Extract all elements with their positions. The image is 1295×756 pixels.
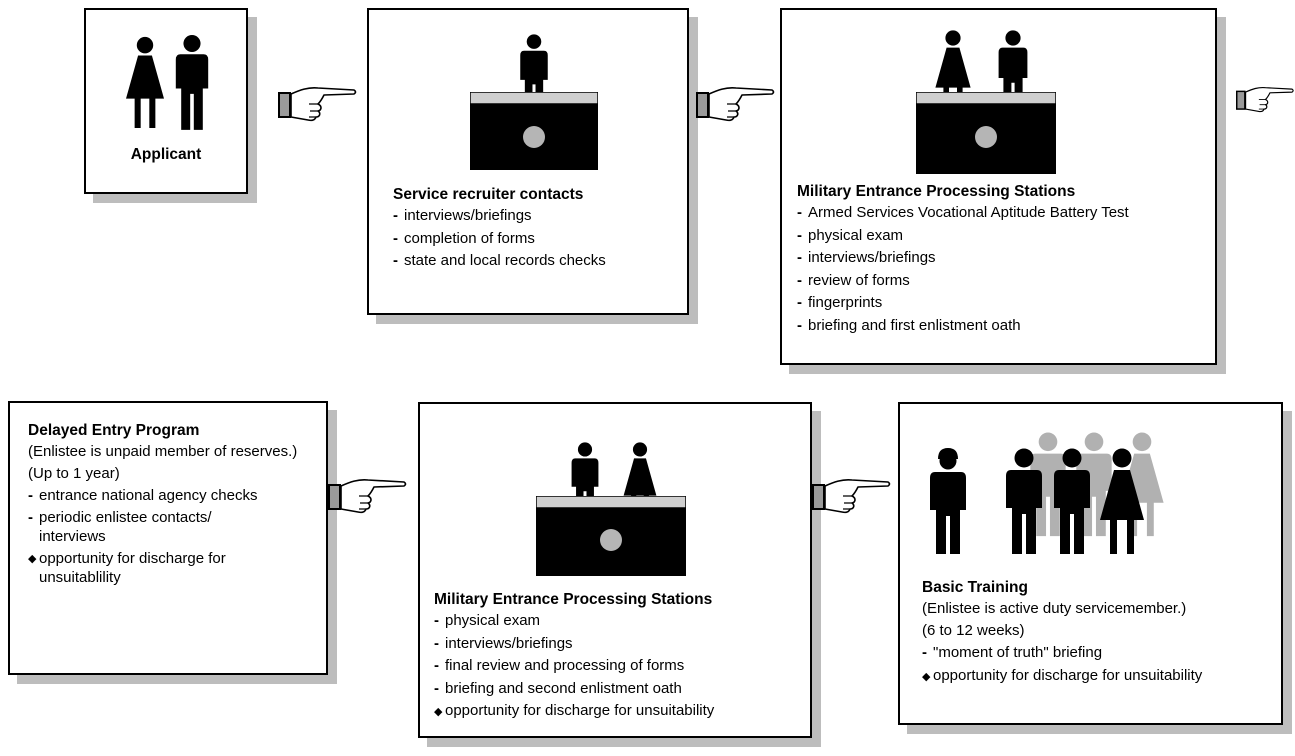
man-figure-icon — [1052, 448, 1092, 558]
list-item: ◆opportunity for discharge for unsuitabi… — [434, 702, 715, 719]
list-item: -review of forms — [797, 271, 910, 289]
list-item: -entrance national agency checks — [28, 487, 258, 504]
pointing-hand-icon — [812, 472, 892, 516]
desk-icon — [470, 92, 598, 170]
man-figure-icon — [1004, 448, 1044, 558]
pointing-hand-icon — [696, 80, 776, 124]
list-item: -physical exam — [434, 612, 541, 629]
list-item: -state and local records checks — [393, 252, 606, 269]
list-item: ◆opportunity for discharge for unsuitabl… — [28, 549, 226, 586]
recruiter-title: Service recruiter contacts — [393, 186, 584, 203]
meps-second-box: Military Entrance Processing Stations -p… — [418, 402, 812, 738]
delayed-entry-box: Delayed Entry Program (Enlistee is unpai… — [8, 401, 328, 675]
list-item: -final review and processing of forms — [434, 657, 685, 674]
list-item: -Armed Services Vocational Aptitude Batt… — [797, 204, 1129, 221]
pointing-hand-icon — [278, 80, 358, 124]
list-item: -completion of forms — [393, 229, 535, 247]
recruiter-box: Service recruiter contacts -interviews/b… — [367, 8, 689, 315]
list-item: -physical exam — [797, 226, 904, 244]
meps-first-box: Military Entrance Processing Stations -A… — [780, 8, 1217, 365]
applicant-box: Applicant — [84, 8, 248, 194]
delayed-entry-duration: (Up to 1 year) — [28, 465, 120, 482]
basic-training-box: Basic Training (Enlistee is active duty … — [898, 402, 1283, 725]
list-item: -fingerprints — [797, 294, 883, 311]
meps-first-title: Military Entrance Processing Stations — [797, 183, 1076, 200]
list-item: -"moment of truth" briefing — [922, 644, 1103, 661]
meps-second-title: Military Entrance Processing Stations — [434, 591, 713, 608]
basic-training-title: Basic Training — [922, 579, 1028, 596]
delayed-entry-title: Delayed Entry Program — [28, 422, 200, 439]
soldier-figure-icon — [928, 448, 968, 558]
basic-training-note: (Enlistee is active duty servicemember.) — [922, 600, 1187, 617]
list-item: -interviews/briefings — [393, 207, 532, 224]
list-item: ◆opportunity for discharge for unsuitabi… — [922, 666, 1203, 684]
list-item: -briefing and second enlistment oath — [434, 679, 682, 697]
list-item: -interviews/briefings — [434, 634, 573, 652]
woman-figure-icon — [1100, 448, 1144, 558]
pointing-hand-icon — [1236, 76, 1295, 120]
basic-training-duration: (6 to 12 weeks) — [922, 622, 1025, 639]
pointing-hand-icon — [328, 472, 408, 516]
list-item: -interviews/briefings — [797, 249, 936, 266]
list-item: -periodic enlistee contacts/ interviews — [28, 508, 212, 545]
delayed-entry-note: (Enlistee is unpaid member of reserves.) — [28, 443, 298, 460]
desk-icon — [536, 496, 686, 576]
list-item: -briefing and first enlistment oath — [797, 316, 1021, 334]
applicant-label: Applicant — [130, 146, 202, 163]
woman-figure-icon — [126, 30, 164, 138]
man-figure-icon — [174, 30, 210, 138]
desk-icon — [916, 92, 1056, 174]
